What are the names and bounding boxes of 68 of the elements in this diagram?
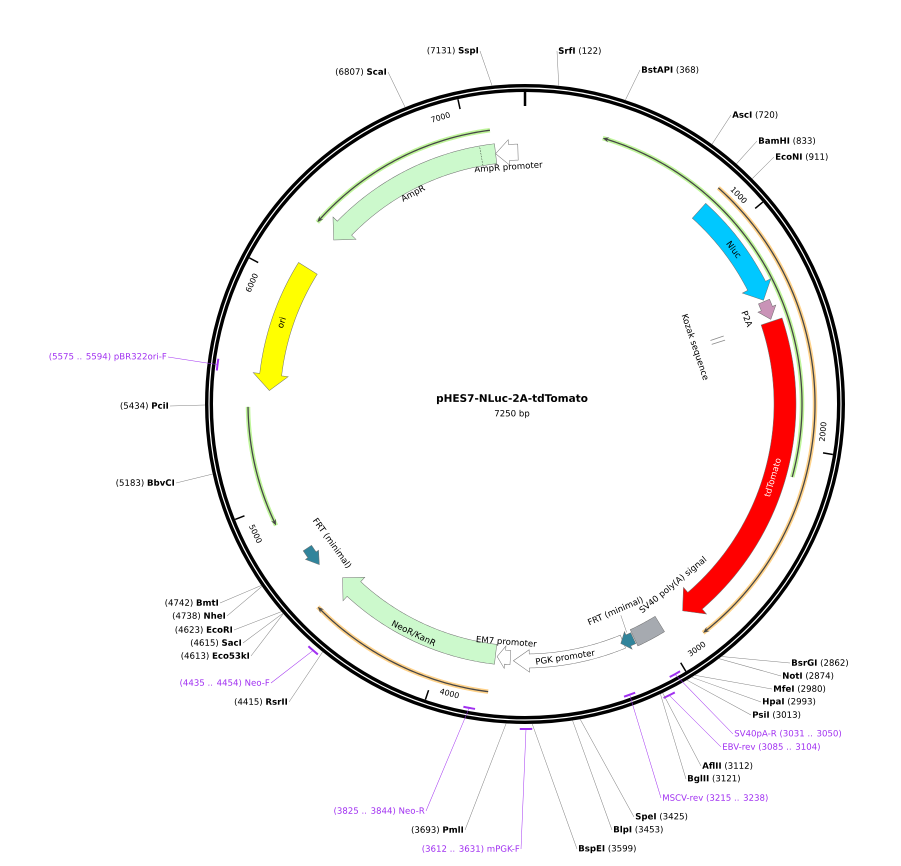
site-label: (4623) EcoRI [176,626,232,634]
site-label: SrfI (122) [558,47,601,55]
leader-line [426,708,470,812]
site-label: EcoNI (911) [776,153,828,161]
leader-line [270,650,314,684]
site-label: AscI (720) [732,111,778,119]
site-label: HpaI (2993) [763,698,816,706]
leader-line [580,718,634,818]
site-label: (3693) PmlI [412,826,463,834]
site-label: (5434) PciI [120,402,168,410]
site-label: (4615) SacI [190,639,241,647]
plasmid-size: 7250 bp [494,410,530,418]
leader-line [691,676,762,702]
leader-line [250,613,284,656]
leader-line [480,50,492,86]
primer-label: (3825 .. 3844) Neo-R [334,807,425,815]
primer-label: MSCV-rev (3215 .. 3238) [663,794,768,802]
site-label: PsiI (3013) [753,711,800,719]
leader-line [532,724,578,850]
leader-line [629,694,662,798]
site-label: BsrGI (2862) [792,659,848,667]
leader-line [556,50,560,86]
site-label: (5183) BbvCI [116,479,174,487]
leader-line [168,356,218,365]
leader-line [220,585,262,604]
site-label: (7131) SspI [428,46,478,56]
leader-line [686,680,752,716]
leader-line [668,695,722,748]
leader-line [660,694,686,780]
leader-line [288,652,323,702]
leader-line [694,675,772,690]
plasmid-title: pHES7-NLuc-2A-tdTomato [436,394,588,404]
primer-label: (3612 .. 3631) mPGK-F [422,845,520,853]
primer-label: (5575 .. 5594) pBR322ori-F [50,352,166,362]
leader-line [242,613,284,644]
leader-line [712,114,732,145]
leader-line [226,586,262,616]
leader-line [234,611,282,630]
site-label: (6807) ScaI [336,68,386,76]
leader-line [662,692,702,766]
leader-line [736,140,758,164]
leader-line [572,720,612,830]
site-label: SpeI (3425) [636,812,688,822]
site-label: NotI (2874) [783,672,834,680]
primer-label: EBV-rev (3085 .. 3104) [723,743,820,751]
site-label: AflII (3112) [702,762,752,770]
site-label: BspEI (3599) [579,844,636,854]
site-label: (4613) Eco53kI [181,652,249,660]
primer-label: (4435 .. 4454) Neo-F [180,679,270,687]
leader-line [388,72,406,108]
site-label: BglII (3121) [688,774,740,784]
leader-line [170,404,206,406]
leader-line [520,728,526,850]
site-label: (4415) RsrII [234,698,287,706]
leader-line [176,474,213,484]
leader-line [718,658,782,676]
leader-line [752,156,774,179]
site-label: BlpI (3453) [614,826,663,834]
site-label: (4742) BmtI [165,599,218,607]
leader-line [674,674,734,734]
leader-line [464,723,506,830]
primer-label: SV40pA-R (3031 .. 3050) [734,730,842,738]
site-label: BstAPI (368) [642,66,698,74]
site-label: (4738) NheI [172,612,225,620]
leader-line [625,70,640,100]
site-label: MfeI (2980) [774,685,826,693]
leader-line [721,656,790,664]
site-label: BamHI (833) [759,137,816,145]
